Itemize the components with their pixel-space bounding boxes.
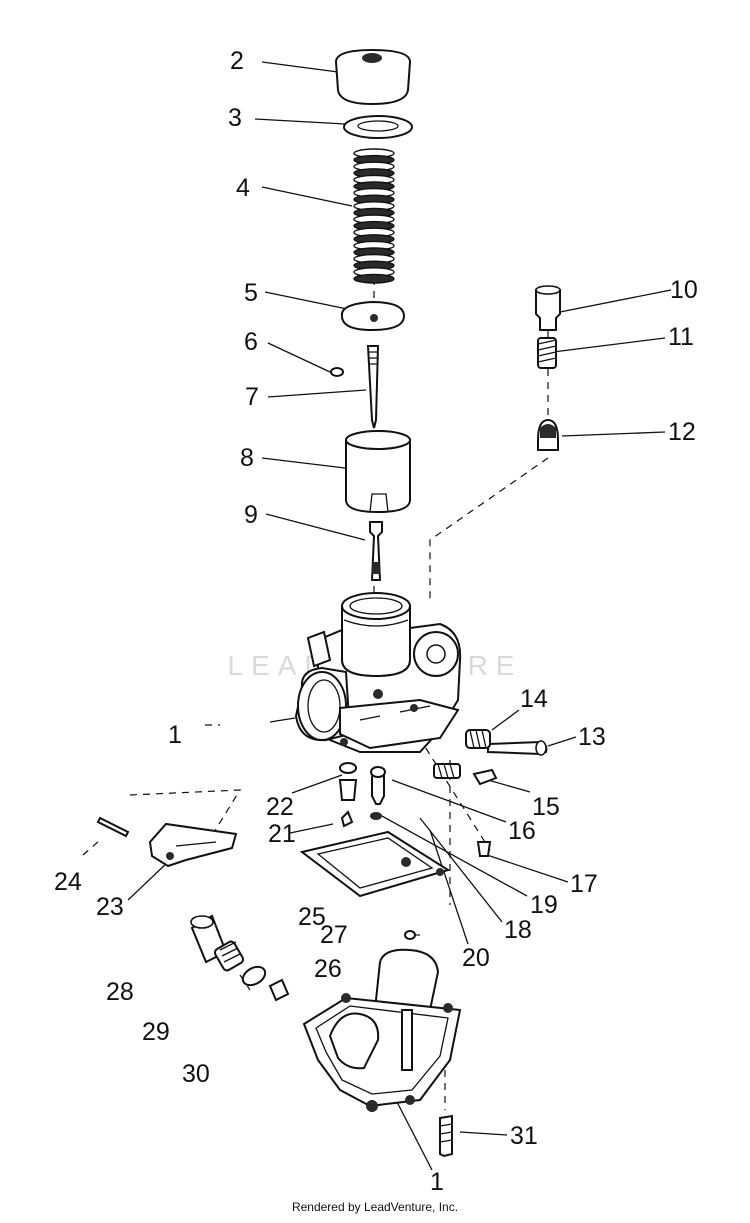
- jet-needle: [366, 345, 380, 429]
- throttle-spring: [353, 148, 395, 284]
- choke-cap: [537, 418, 559, 451]
- float-needle: [404, 930, 416, 940]
- part-number-labels: 2 3 4 5 6 7 8 9 10 11 12 13 14 15 16 17 …: [54, 47, 698, 1196]
- label-5: 5: [244, 279, 258, 307]
- leader-lines: [82, 61, 672, 1171]
- label-27: 27: [320, 921, 348, 949]
- label-11: 11: [668, 323, 694, 351]
- label-8: 8: [240, 444, 254, 472]
- air-screw: [487, 740, 548, 756]
- carb-cap: [334, 48, 412, 106]
- label-1-bowl: 1: [430, 1168, 444, 1196]
- float-bowl-gasket: [299, 830, 451, 898]
- air-screw-spring: [465, 729, 491, 749]
- label-24: 24: [54, 868, 82, 896]
- needle-jet: [369, 521, 383, 581]
- needle-clip: [330, 367, 344, 377]
- adjuster-spring: [537, 337, 557, 369]
- label-17: 17: [570, 870, 598, 898]
- label-21: 21: [268, 820, 296, 848]
- label-9: 9: [244, 501, 258, 529]
- label-15: 15: [532, 793, 560, 821]
- idle-screw-assembly: [433, 763, 498, 786]
- label-25: 25: [298, 903, 326, 931]
- label-10: 10: [670, 276, 698, 304]
- label-1-body: 1: [168, 721, 182, 749]
- footer-credit: Rendered by LeadVenture, Inc.: [291, 1200, 459, 1214]
- label-26: 26: [314, 955, 342, 983]
- starter-plunger-assembly: [190, 914, 290, 1002]
- label-7: 7: [245, 383, 259, 411]
- label-28: 28: [106, 978, 134, 1006]
- washer-3: [343, 115, 413, 139]
- label-2: 2: [230, 47, 244, 75]
- drain-screw: [476, 841, 492, 857]
- float-arm-and-pin: [96, 816, 238, 868]
- label-20: 20: [462, 944, 490, 972]
- bowl-screw: [439, 1114, 453, 1158]
- retainer-plate: [340, 300, 406, 332]
- label-18: 18: [504, 916, 532, 944]
- throttle-valve: [345, 430, 411, 514]
- label-29: 29: [142, 1018, 170, 1046]
- label-19: 19: [530, 891, 558, 919]
- label-16: 16: [508, 817, 536, 845]
- label-14: 14: [520, 685, 548, 713]
- label-3: 3: [228, 104, 242, 132]
- label-12: 12: [668, 418, 696, 446]
- carburetor-body: [294, 592, 462, 753]
- label-30: 30: [182, 1060, 210, 1088]
- spring-coil: [353, 273, 395, 284]
- pilot-and-main-jets: [338, 762, 386, 828]
- label-6: 6: [244, 328, 258, 356]
- label-4: 4: [236, 174, 250, 202]
- label-31: 31: [510, 1122, 538, 1150]
- label-23: 23: [96, 893, 124, 921]
- float-bowl: [302, 993, 462, 1112]
- label-22: 22: [266, 793, 294, 821]
- cable-adjuster: [535, 285, 561, 331]
- label-13: 13: [578, 723, 606, 751]
